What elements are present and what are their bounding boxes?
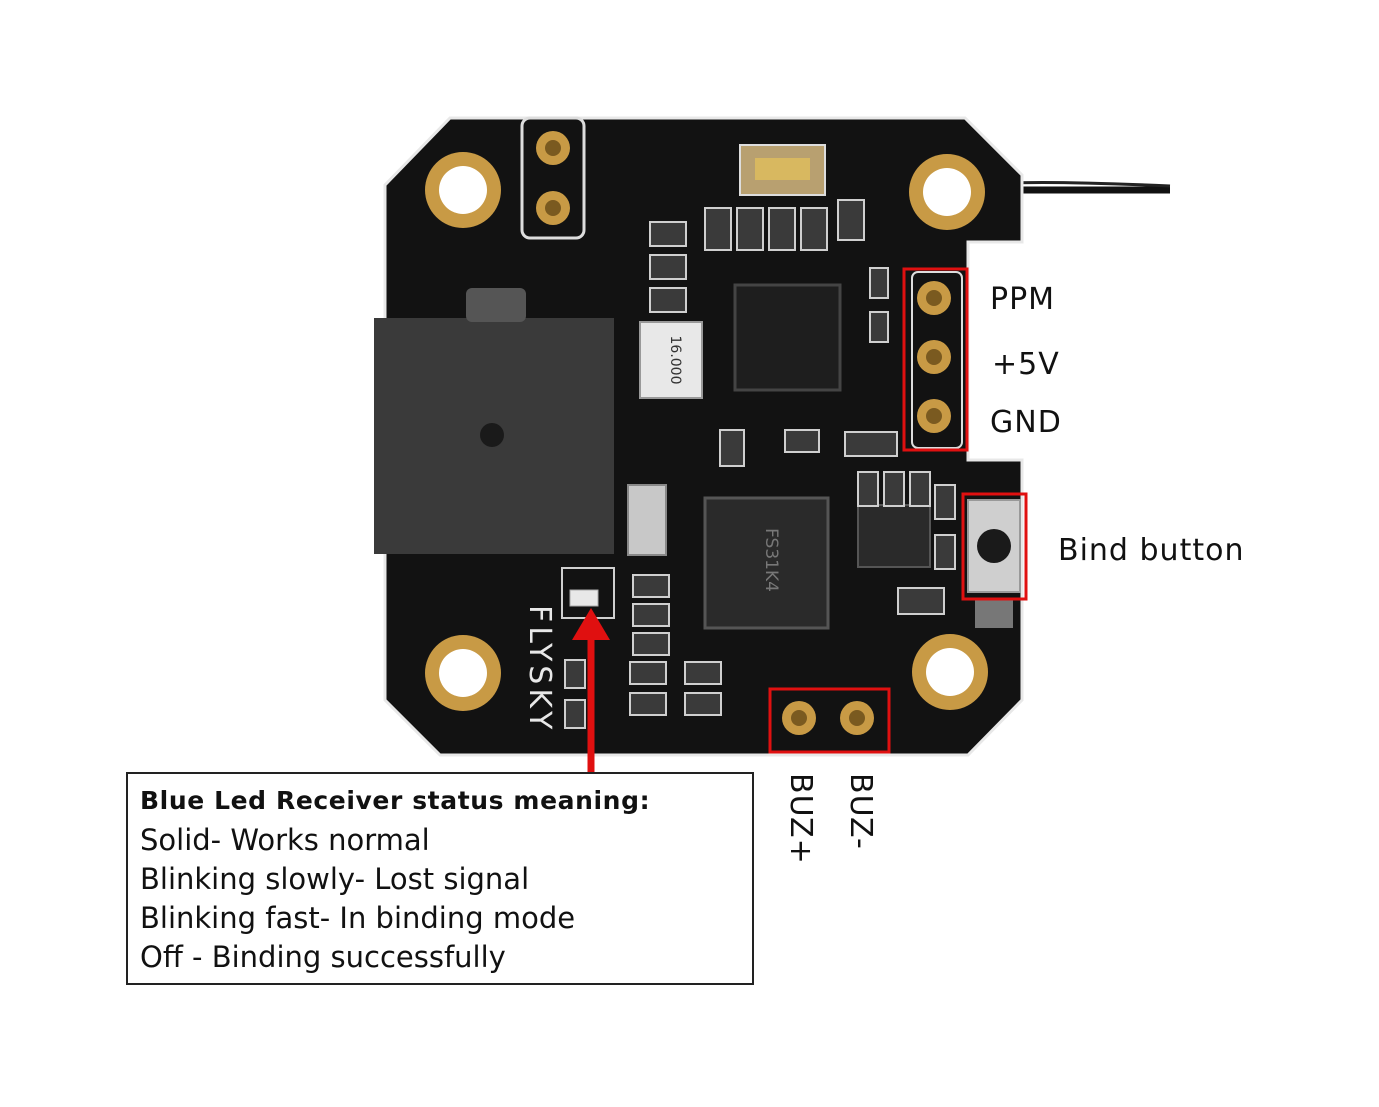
- status-line-blinking-fast: Blinking fast- In binding mode: [140, 901, 576, 935]
- buzzer-pins-highlight: [768, 687, 891, 754]
- buzzer-pins: [782, 701, 874, 735]
- rf-chip: [733, 283, 842, 392]
- mounting-hole-top-right: [909, 154, 985, 230]
- bind-button-knob: [977, 529, 1011, 563]
- led-status-box: Blue Led Receiver status meaning: Solid-…: [126, 772, 754, 985]
- status-title: Blue Led Receiver status meaning:: [140, 786, 651, 815]
- signal-pins: [911, 271, 963, 449]
- ppm-label: PPM: [990, 282, 1056, 317]
- mounting-hole-top-left: [425, 152, 501, 228]
- crystal-label: 16.000: [667, 336, 683, 385]
- top-pin-1: [536, 131, 570, 165]
- buzzer-hole: [480, 423, 504, 447]
- blue-led: [569, 589, 599, 607]
- top-pin-outline: [520, 116, 586, 240]
- led-arrow-head: [572, 608, 610, 640]
- bind-button-highlight: [961, 492, 1028, 601]
- buz-minus-label: BUZ-: [843, 773, 878, 850]
- status-line-off: Off - Binding successfully: [140, 940, 506, 974]
- bind-button-label: Bind button: [1058, 533, 1245, 568]
- status-line-blinking-slowly: Blinking slowly- Lost signal: [140, 862, 530, 896]
- buz-plus-label: BUZ+: [783, 773, 818, 865]
- regulator: [857, 504, 931, 568]
- top-pin-2: [536, 191, 570, 225]
- signal-pins-highlight: [902, 267, 969, 452]
- mcu-chip: [703, 496, 830, 630]
- mounting-hole-bottom-right: [912, 634, 988, 710]
- plus5v-label: +5V: [992, 347, 1060, 382]
- smd-components: [564, 199, 956, 729]
- crystal-16mhz: [639, 321, 703, 399]
- pcb-board: [383, 116, 1024, 757]
- gnd-label: GND: [990, 405, 1062, 440]
- brand-label: FLYSKY: [522, 605, 557, 733]
- crystal-small: [627, 484, 667, 556]
- status-line-solid: Solid- Works normal: [140, 823, 430, 857]
- chip-marking: FS31K4: [761, 528, 781, 592]
- mounting-hole-bottom-left: [425, 635, 501, 711]
